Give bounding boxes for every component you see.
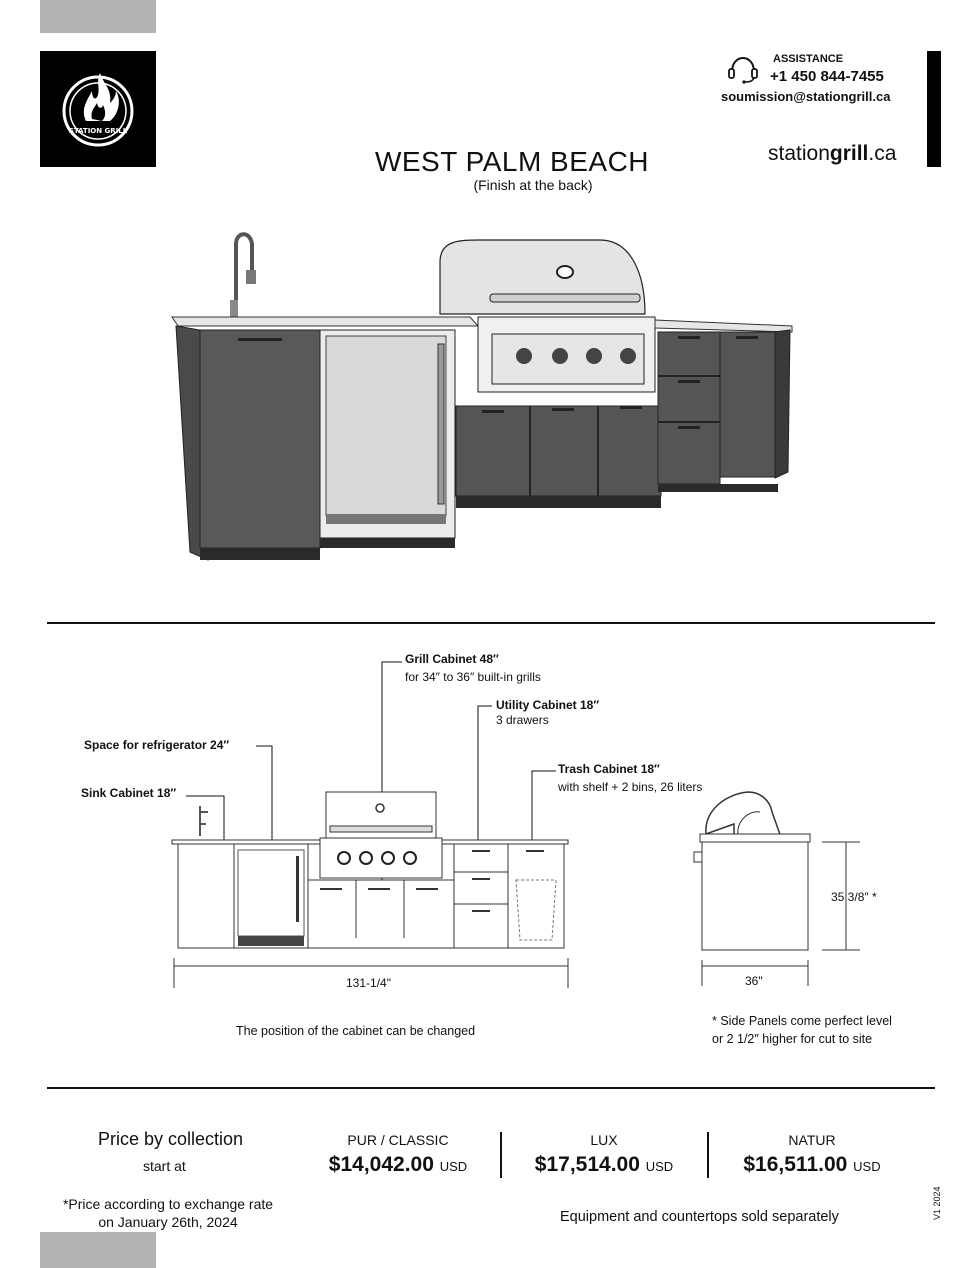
utility-cabinet-label: Utility Cabinet 18″ 3 drawers (496, 698, 599, 728)
equipment-note: Equipment and countertops sold separatel… (560, 1209, 839, 1225)
collection-lux-price: $17,514.00 USD (504, 1153, 704, 1177)
grill-cabinet-label: Grill Cabinet 48″ for 34″ to 36″ built-i… (405, 652, 541, 685)
start-at-label: start at (143, 1158, 186, 1174)
assistance-label: ASSISTANCE (773, 53, 844, 65)
website-brand[interactable]: stationgrill.ca (768, 142, 896, 166)
kitchen-3d-render (171, 232, 793, 561)
headset-icon (728, 56, 758, 84)
side-panel-note-line1: * Side Panels come perfect level (712, 1014, 892, 1028)
utility-cabinet-title: Utility Cabinet 18″ (496, 698, 600, 712)
sink-cabinet-label: Sink Cabinet 18″ (81, 786, 177, 800)
side-black-bar (927, 51, 941, 167)
grill-cabinet-sub: for 34″ to 36″ built-in grills (405, 670, 541, 684)
collection-lux-currency: USD (645, 1159, 674, 1174)
collection-natur-price: $16,511.00 USD (712, 1153, 912, 1177)
svg-text:STATION GRILL: STATION GRILL (69, 127, 128, 135)
fridge-space-label: Space for refrigerator 24″ (84, 738, 230, 752)
exchange-note: *Price according to exchange rate on Jan… (48, 1195, 288, 1231)
exchange-note-line2: on January 26th, 2024 (98, 1214, 238, 1230)
exchange-note-line1: *Price according to exchange rate (62, 1196, 274, 1212)
divider-bottom (47, 1087, 935, 1089)
email-address[interactable]: soumission@stationgrill.ca (721, 89, 891, 104)
trash-cabinet-sub: with shelf + 2 bins, 26 liters (558, 780, 703, 794)
top-gray-tab (40, 0, 156, 33)
price-separator-2 (707, 1132, 709, 1178)
width-dimension: 131-1/4" (346, 976, 391, 990)
trash-cabinet-title: Trash Cabinet 18″ (558, 762, 660, 776)
collection-pur-currency: USD (439, 1159, 468, 1174)
side-panel-note: * Side Panels come perfect level or 2 1/… (712, 1012, 892, 1048)
position-note: The position of the cabinet can be chang… (236, 1024, 476, 1038)
price-heading: Price by collection (98, 1129, 244, 1149)
height-dimension: 35 3/8″ * (831, 890, 877, 904)
side-panel-note-line2: or 2 1/2″ higher for cut to site (712, 1032, 873, 1046)
brand-suffix: .ca (868, 142, 897, 165)
brand-bold: grill (829, 142, 869, 165)
collection-pur-name: PUR / CLASSIC (347, 1132, 449, 1148)
divider-top (47, 622, 935, 624)
faucet-icon (230, 232, 256, 318)
depth-dimension: 36" (745, 974, 763, 988)
utility-cabinet-sub: 3 drawers (496, 713, 549, 727)
phone-number[interactable]: +1 450 844-7455 (770, 68, 884, 85)
collection-lux-name: LUX (590, 1132, 618, 1148)
product-title: WEST PALM BEACH (374, 146, 650, 177)
station-grill-logo: STATION GRILL (40, 51, 156, 167)
version-label: V1 2024 (932, 1186, 942, 1220)
side-elevation-diagram (693, 791, 860, 986)
flame-logo-icon: STATION GRILL (62, 73, 134, 147)
product-subtitle: (Finish at the back) (473, 177, 593, 193)
collection-pur-price: $14,042.00 USD (298, 1153, 498, 1177)
grill-cabinet-title: Grill Cabinet 48″ (405, 652, 499, 666)
collection-lux-amount: $17,514.00 (534, 1153, 640, 1176)
bottom-gray-tab (40, 1232, 156, 1268)
collection-pur-amount: $14,042.00 (328, 1153, 434, 1176)
price-separator-1 (500, 1132, 502, 1178)
trash-cabinet-label: Trash Cabinet 18″ with shelf + 2 bins, 2… (558, 762, 702, 795)
front-elevation-diagram (171, 661, 569, 988)
brand-prefix: station (768, 142, 830, 165)
collection-natur-amount: $16,511.00 (743, 1153, 848, 1176)
collection-natur-name: NATUR (788, 1132, 836, 1148)
collection-natur-currency: USD (853, 1159, 881, 1174)
